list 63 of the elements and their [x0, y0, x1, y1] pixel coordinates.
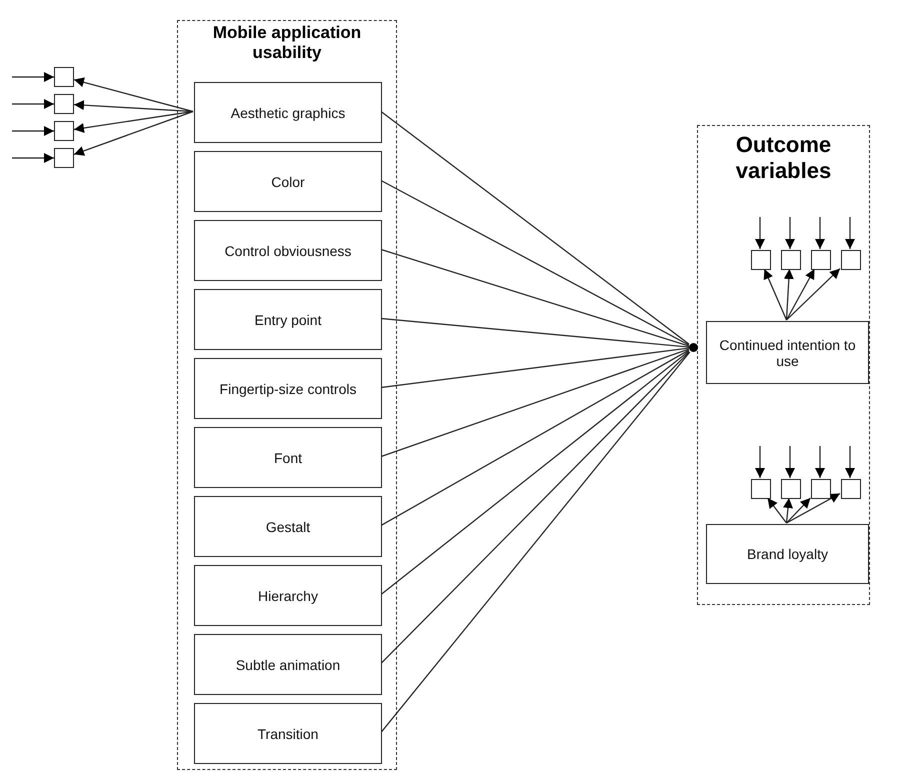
arrow [845, 446, 855, 478]
arrow [785, 217, 795, 249]
construct-box: Font [194, 427, 382, 488]
arrow [845, 217, 855, 249]
arrow [74, 110, 194, 133]
arrow [74, 77, 194, 112]
group-heading: Mobile application usability [212, 23, 362, 63]
arrow [755, 446, 765, 478]
arrow [12, 72, 54, 82]
construct-box: Hierarchy [194, 565, 382, 626]
connector-line [380, 348, 690, 458]
connector-line [380, 248, 690, 347]
dashed-group-frame [177, 20, 397, 770]
arrow [815, 217, 825, 249]
arrow [784, 268, 794, 320]
arrow [12, 153, 54, 163]
construct-box: Transition [194, 703, 382, 764]
construct-box: Gestalt [194, 496, 382, 557]
indicator-box [841, 479, 861, 499]
arrow [12, 126, 54, 136]
construct-box: Color [194, 151, 382, 212]
construct-box: Brand loyalty [706, 524, 869, 584]
construct-box: Aesthetic graphics [194, 82, 382, 143]
group-heading: Outcome variables [734, 132, 832, 184]
dashed-group-frame [697, 125, 870, 605]
arrow [786, 492, 840, 524]
indicator-box [751, 250, 771, 270]
arrow [786, 498, 811, 524]
indicator-box [751, 479, 771, 499]
arrow [785, 446, 795, 478]
arrow [786, 268, 816, 320]
arrow [815, 446, 825, 478]
indicator-box [54, 94, 74, 114]
arrow [74, 100, 194, 112]
connector-line [380, 352, 690, 733]
connector-line [380, 350, 690, 595]
indicator-box [54, 148, 74, 168]
indicator-box [54, 67, 74, 87]
arrow [12, 99, 54, 109]
arrow [764, 268, 788, 320]
construct-box: Subtle animation [194, 634, 382, 695]
arrow [783, 498, 793, 524]
connector-line [380, 111, 690, 345]
indicator-box [811, 479, 831, 499]
junction-dot [689, 343, 698, 352]
indicator-box [781, 250, 801, 270]
construct-box: Entry point [194, 289, 382, 350]
indicator-box [54, 121, 74, 141]
arrow [74, 110, 194, 156]
connector-line [380, 350, 690, 526]
connector-line [380, 347, 690, 388]
indicator-box [781, 479, 801, 499]
connector-line [380, 318, 690, 348]
arrow [755, 217, 765, 249]
construct-box: Control obviousness [194, 220, 382, 281]
indicator-box [811, 250, 831, 270]
connector-line [380, 180, 690, 346]
construct-box: Continued intention to use [706, 321, 869, 384]
indicator-box [841, 250, 861, 270]
arrow [767, 498, 787, 524]
arrow [786, 268, 840, 320]
connector-line [380, 352, 690, 664]
construct-box: Fingertip-size controls [194, 358, 382, 419]
